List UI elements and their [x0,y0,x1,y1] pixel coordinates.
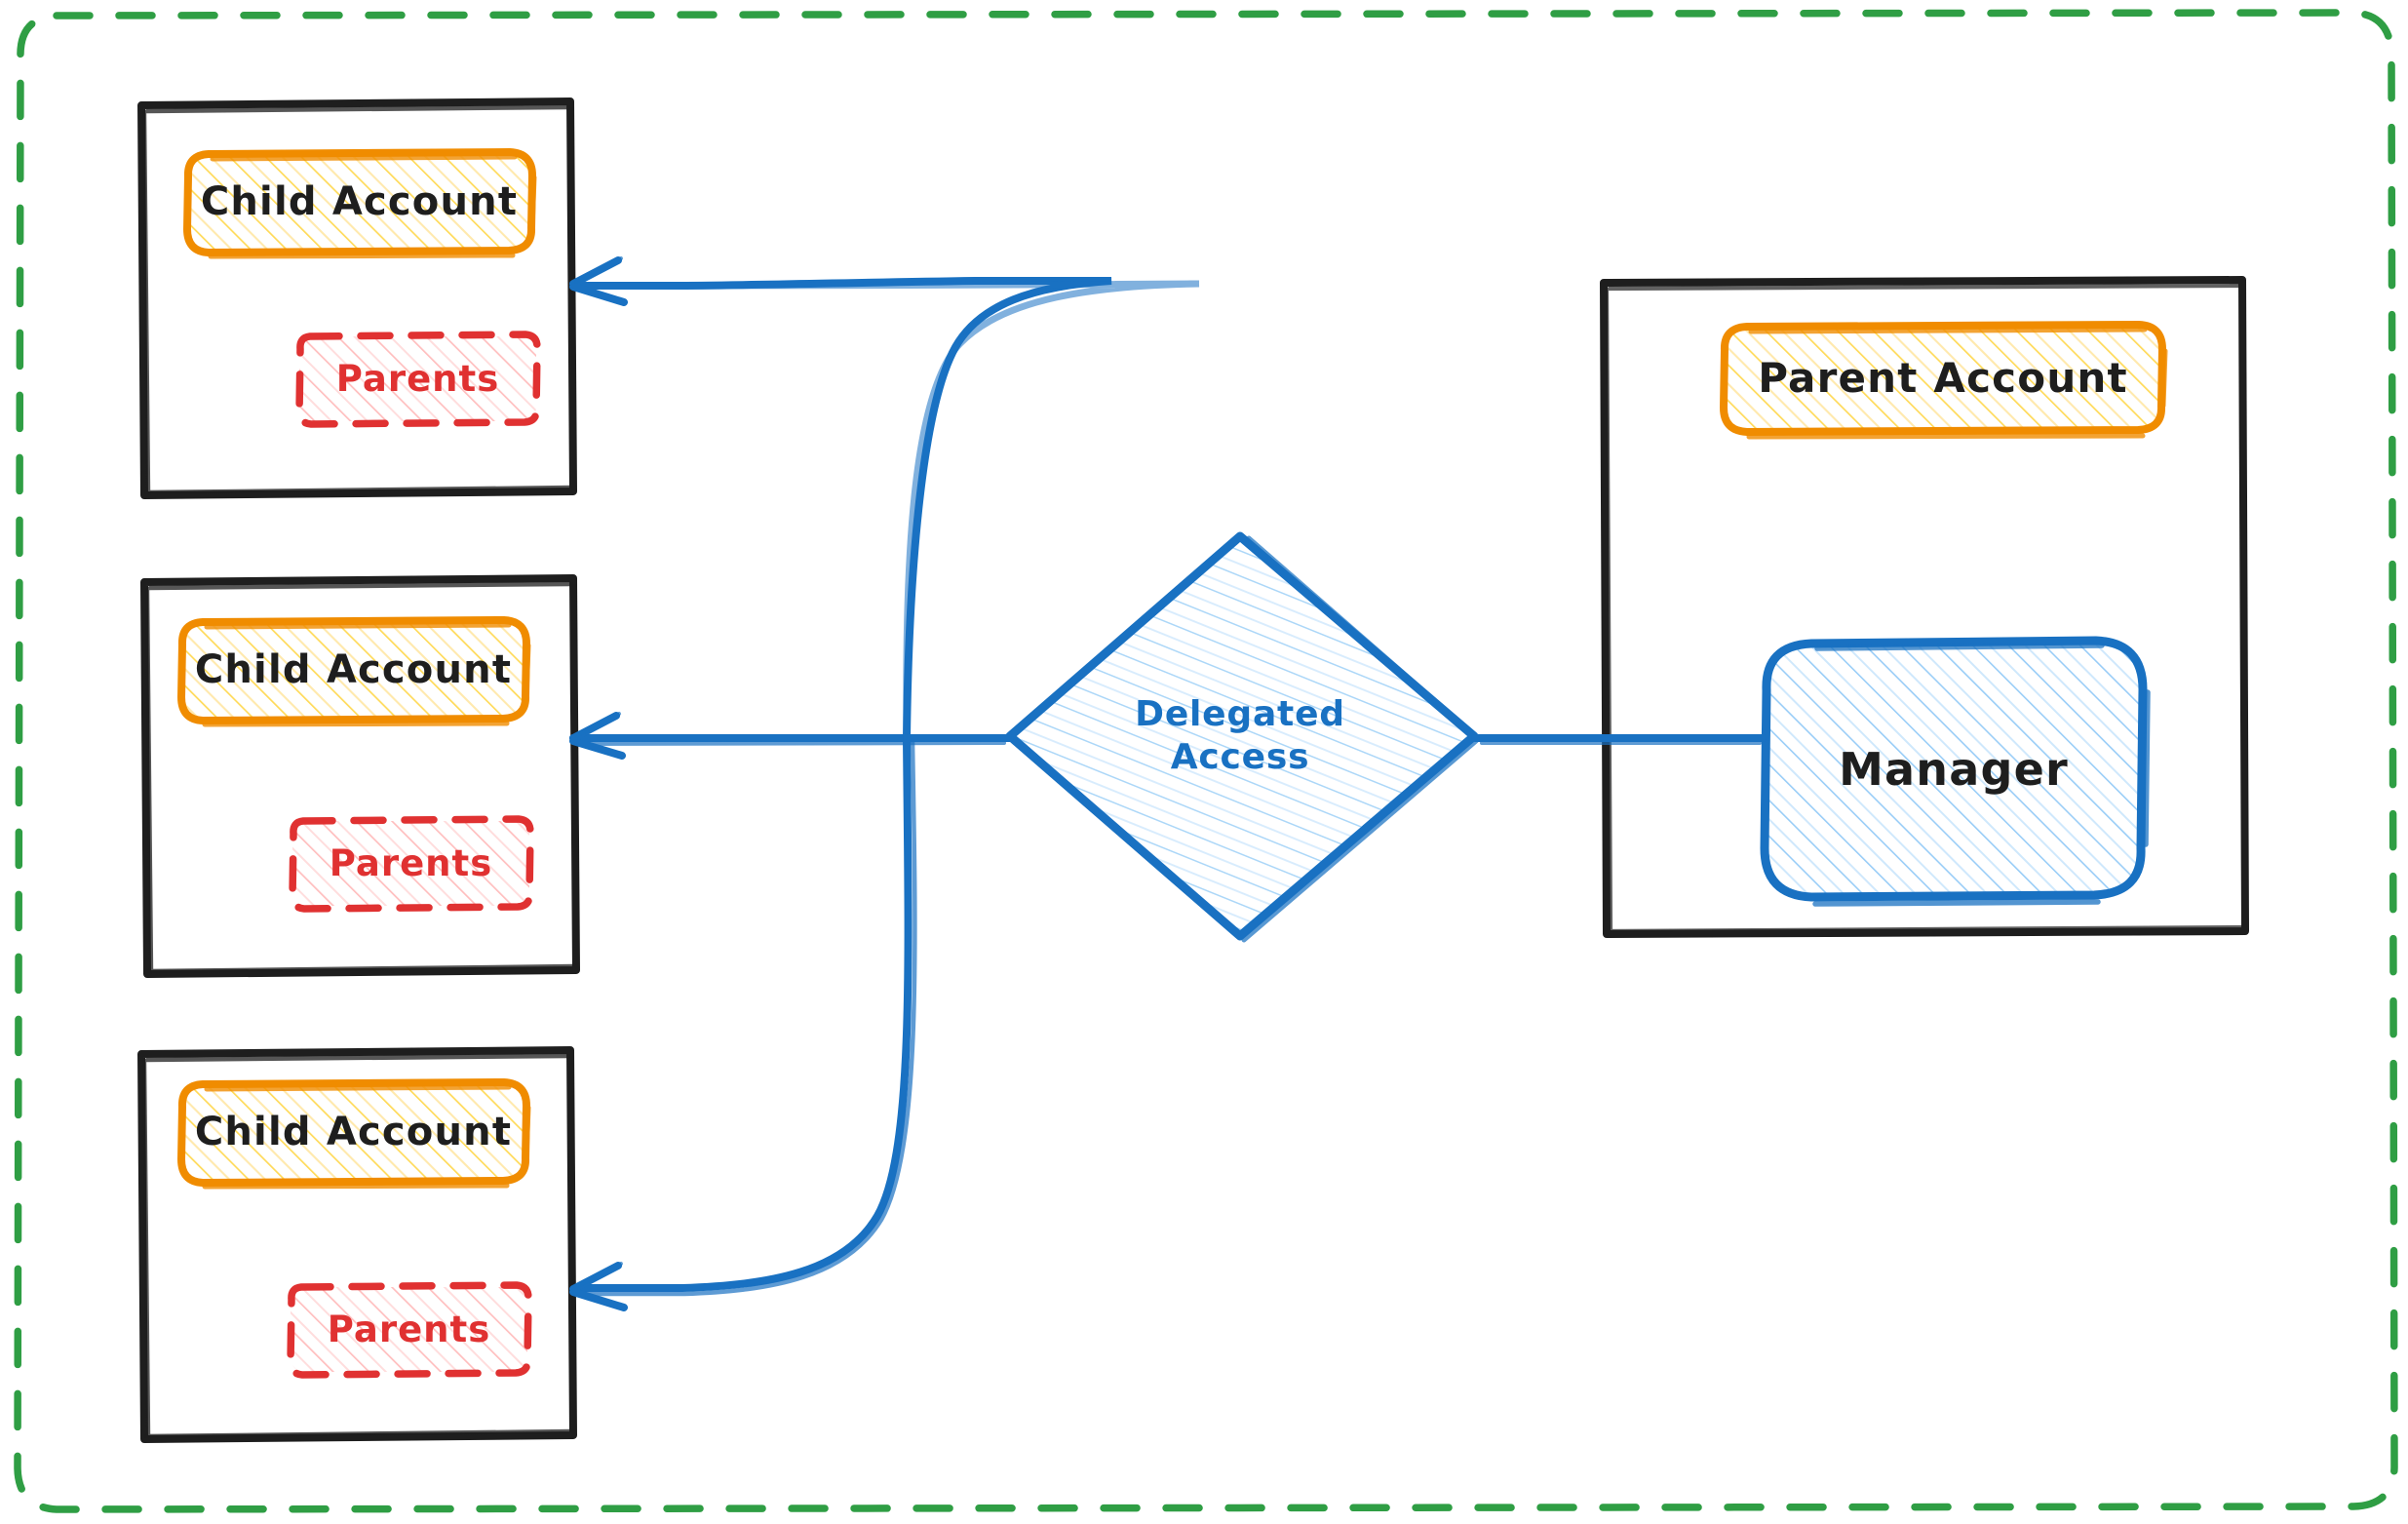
parents-chip-1[interactable] [295,331,541,428]
manager-chip[interactable] [1760,636,2151,907]
edge-delegated-to-child-1[interactable] [569,256,1200,742]
parents-chip-2[interactable] [289,815,534,913]
child-account-container-3[interactable] [137,1046,577,1443]
child-account-container-1[interactable] [137,98,577,499]
organization-boundary [14,9,2398,1513]
child-account-chip-3[interactable] [176,1077,531,1190]
parent-account-container[interactable] [1600,276,2249,938]
delegated-access-node[interactable] [1005,531,1481,943]
child-account-chip-1[interactable] [182,147,537,259]
child-account-container-2[interactable] [140,574,580,978]
parent-account-chip[interactable] [1719,320,2168,440]
parents-chip-3[interactable] [287,1281,532,1379]
edge-manager-to-delegated[interactable] [1471,734,1767,745]
child-account-chip-2[interactable] [176,615,531,727]
edge-delegated-to-child-3[interactable] [569,734,917,1311]
edge-delegated-to-child-2[interactable] [569,712,1014,760]
